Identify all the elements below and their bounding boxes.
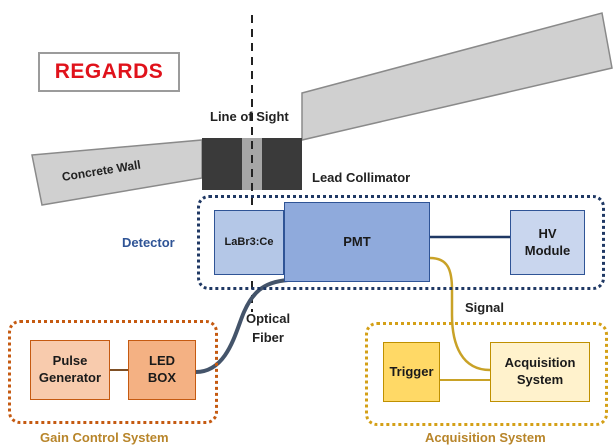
lead-collimator-right <box>262 138 302 190</box>
pulse-generator-label-line1: Pulse <box>52 353 88 369</box>
acquisition-box: Acquisition System <box>490 342 590 402</box>
signal-cable <box>429 256 491 372</box>
pmt-label: PMT <box>343 233 371 249</box>
pmt-box: PMT <box>284 202 430 282</box>
detector-label: Detector <box>122 235 175 250</box>
optical-fiber-label: Optical Fiber <box>246 310 290 348</box>
acquisition-system-label: Acquisition System <box>425 430 546 445</box>
pulse-generator-label-line2: Generator <box>38 370 102 385</box>
hv-module-box: HV Module <box>510 210 585 275</box>
led-box-label-line2: BOX <box>147 370 177 385</box>
lead-collimator-label: Lead Collimator <box>312 170 411 185</box>
title-box: REGARDS <box>38 52 180 92</box>
pulse-generator-box: Pulse Generator <box>30 340 110 400</box>
line-of-sight-label: Line of Sight <box>210 109 289 124</box>
hv-module-label-line2: Module <box>524 242 571 258</box>
gain-control-system-label: Gain Control System <box>40 430 169 445</box>
collimator-aperture <box>242 138 262 190</box>
hv-module-label-line1: HV <box>538 225 557 241</box>
page-title: REGARDS <box>54 60 164 83</box>
detector-group <box>197 195 605 290</box>
crystal-label: LaBr3:Ce <box>224 236 274 249</box>
led-box: LED BOX <box>128 340 196 400</box>
acquisition-group <box>365 322 608 426</box>
trigger-box: Trigger <box>383 342 440 402</box>
led-box-label-line1: LED <box>149 353 175 369</box>
optical-fiber-label-line2: Fiber <box>252 329 284 345</box>
trigger-label: Trigger <box>389 363 434 379</box>
acquisition-label-line1: Acquisition <box>504 355 576 371</box>
signal-label: Signal <box>465 300 505 315</box>
gain-control-group <box>8 320 218 424</box>
crystal-labr3ce: LaBr3:Ce <box>214 210 284 275</box>
acquisition-label-line2: System <box>516 372 564 387</box>
lead-collimator-left <box>202 138 242 190</box>
concrete-wall-right <box>301 12 613 141</box>
optical-fiber-label-line1: Optical <box>246 311 291 326</box>
